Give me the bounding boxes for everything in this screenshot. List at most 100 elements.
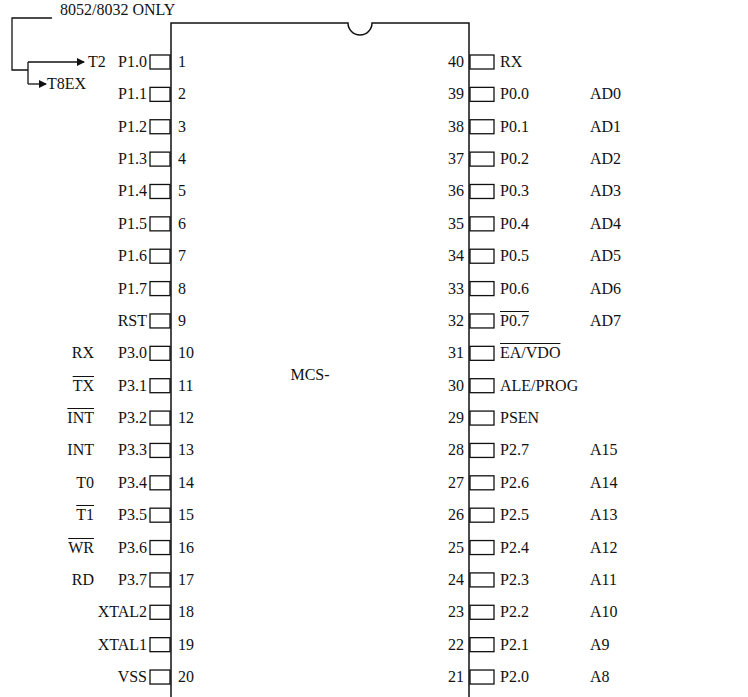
signal-name: AD2 [590,150,621,168]
pin-number: 18 [178,603,194,621]
signal-name: A14 [590,474,618,492]
signal-name: RD [72,571,94,589]
pin-name: P0.7 [500,312,529,330]
pin-name: P1.6 [118,247,147,265]
pin-name: P1.0 [118,53,147,71]
pin-name: P1.7 [118,280,147,298]
pin-stub [150,87,170,101]
pin-name: P1.4 [118,182,147,200]
pin-number: 38 [448,118,464,136]
pin-number: 16 [178,539,194,557]
pin-number: 39 [448,85,464,103]
signal-name: RX [72,344,94,362]
pin-stub [150,508,170,522]
signal-name: AD6 [590,280,621,298]
pin-name: P0.2 [500,150,529,168]
pin-name: P2.1 [500,636,529,654]
pin-number: 13 [178,441,194,459]
signal-name: INT [67,409,94,427]
signal-name: AD1 [590,118,621,136]
signal-name: A9 [590,636,610,654]
pin-number: 14 [178,474,194,492]
pin-number: 9 [178,312,186,330]
signal-name: AD5 [590,247,621,265]
signal-name: AD3 [590,182,621,200]
pin-number: 21 [448,668,464,686]
pin-number: 36 [448,182,464,200]
pin-name: EA/VDO [500,344,560,362]
pin-stub [470,541,494,555]
pin-number: 40 [448,53,464,71]
pin-stub [470,476,494,490]
note-label: 8052/8032 ONLY [60,1,175,19]
pin-number: 25 [448,539,464,557]
pin-name: P3.6 [118,539,147,557]
pin-number: 37 [448,150,464,168]
pin-stub [150,346,170,360]
pin-number: 30 [448,377,464,395]
pin-stub [470,282,494,296]
pin-number: 32 [448,312,464,330]
signal-name: WR [68,539,94,557]
pin-name: P3.4 [118,474,147,492]
chip-name: MCS- [290,366,329,384]
pin-name: XTAL1 [98,636,147,654]
pin-number: 24 [448,571,464,589]
pin-stub [150,443,170,457]
pin-number: 15 [178,506,194,524]
pin-name: P2.2 [500,603,529,621]
chip-body: MCS- [170,22,470,697]
pin-name: P1.1 [118,85,147,103]
signal-name: AD7 [590,312,621,330]
pin-name: P0.5 [500,247,529,265]
pin-stub [150,670,170,684]
pin-stub [470,184,494,198]
pin-stub [150,573,170,587]
pin-name: PSEN [500,409,539,427]
signal-name: T0 [76,474,94,492]
signal-name: A11 [590,571,617,589]
pin-name: ALE/PROG [500,377,578,395]
pin-name: P2.5 [500,506,529,524]
pin-number: 8 [178,280,186,298]
pin-stub [150,120,170,134]
pin-number: 26 [448,506,464,524]
pin-name: P0.1 [500,118,529,136]
pin-name: RST [118,312,147,330]
pin-number: 7 [178,247,186,265]
pin-name: P3.3 [118,441,147,459]
pin-stub [470,605,494,619]
pin-stub [150,314,170,328]
pin-stub [470,87,494,101]
pin-number: 4 [178,150,186,168]
signal-name: AD4 [590,215,621,233]
pin-number: 20 [178,668,194,686]
pin-stub [150,217,170,231]
pin-number: 23 [448,603,464,621]
pin-name: P2.3 [500,571,529,589]
pin-name: P0.6 [500,280,529,298]
pin-stub [150,541,170,555]
pin-stub [150,476,170,490]
bracket-lines [12,18,84,84]
pin-name: P1.2 [118,118,147,136]
pin-number: 29 [448,409,464,427]
pin-stub [470,670,494,684]
pin-name: P2.7 [500,441,529,459]
pin-stub [470,411,494,425]
pin-stub [470,379,494,393]
pin-number: 27 [448,474,464,492]
pin-stub [470,314,494,328]
pin-stub [470,443,494,457]
pin-number: 19 [178,636,194,654]
pin-stub [470,346,494,360]
pin-number: 11 [178,377,193,395]
pin-stub [470,55,494,69]
signal-name: A8 [590,668,610,686]
pin-number: 34 [448,247,464,265]
pin-name: RX [500,53,522,71]
signal-name: T2 [88,53,106,71]
pin-name: P1.5 [118,215,147,233]
pin-stub [150,379,170,393]
signal-name: AD0 [590,85,621,103]
